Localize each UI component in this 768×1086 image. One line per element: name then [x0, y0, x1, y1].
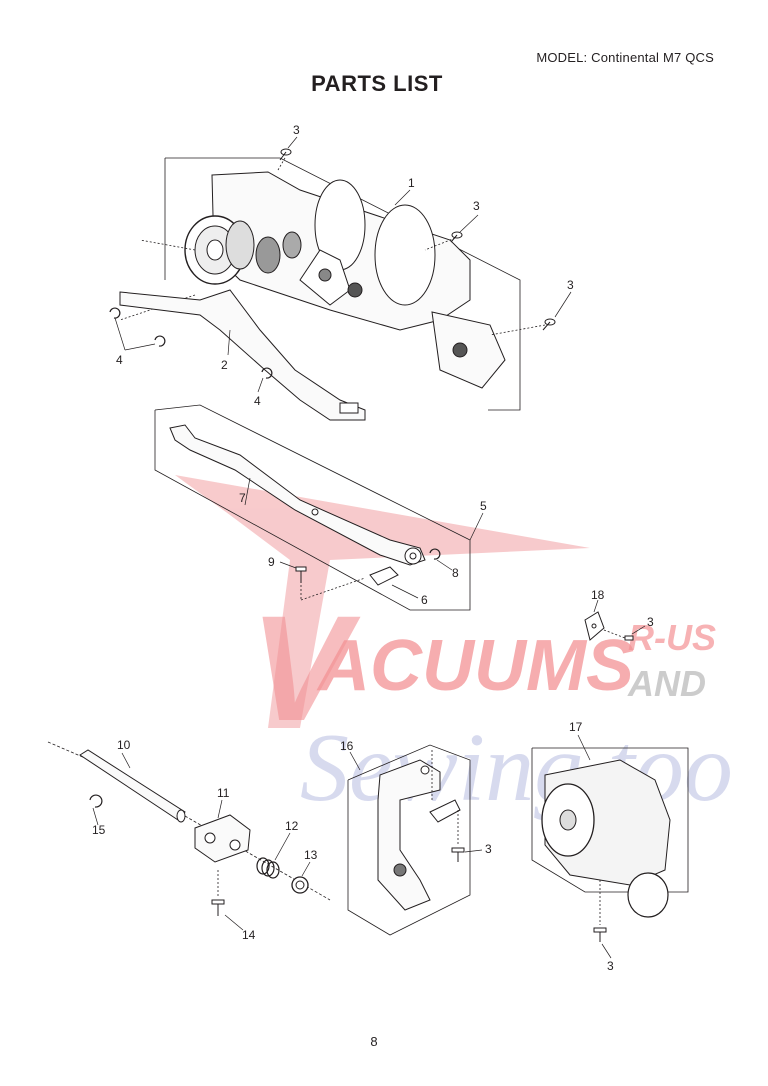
link-bar	[169, 424, 426, 566]
right-bracket	[431, 311, 506, 389]
watermark-initial: V	[250, 584, 361, 752]
callout-10: 10	[117, 738, 131, 752]
page-title: PARTS LIST	[311, 71, 443, 96]
frame-outline	[165, 157, 521, 411]
part-18-clip	[584, 599, 646, 641]
e-ring-icon	[429, 548, 441, 560]
screw-icon	[279, 148, 556, 331]
screw-icon	[211, 899, 225, 916]
screw-icon	[593, 927, 607, 942]
watermark-and: AND	[627, 663, 706, 704]
callout-3b: 3	[473, 199, 480, 213]
motor-17-assembly	[531, 734, 689, 959]
main-frame-assembly	[109, 136, 572, 421]
bracket-16-assembly	[347, 744, 483, 936]
callout-9: 9	[268, 555, 275, 569]
watermark-line2: Sewing too	[300, 714, 733, 822]
callout-16: 16	[340, 739, 354, 753]
callout-3f: 3	[607, 959, 614, 973]
page-number: 8	[370, 1034, 378, 1049]
callout-15: 15	[92, 823, 106, 837]
callout-17: 17	[569, 720, 583, 734]
watermark-line1: ACUUMS	[316, 626, 634, 706]
callout-18: 18	[591, 588, 605, 602]
callout-7: 7	[239, 491, 246, 505]
callout-4a: 4	[116, 353, 123, 367]
spring-icon	[256, 857, 280, 879]
shaft-assembly	[47, 741, 331, 931]
callout-12: 12	[285, 819, 299, 833]
bracket-11	[194, 814, 251, 863]
callout-5: 5	[480, 499, 487, 513]
model-label: MODEL: Continental M7 QCS	[536, 50, 714, 65]
callout-2: 2	[221, 358, 228, 372]
shaft	[79, 749, 186, 821]
bracket-16	[377, 759, 441, 911]
callout-6: 6	[421, 593, 428, 607]
e-ring-icon	[109, 307, 273, 379]
screw-icon	[451, 847, 465, 862]
callout-3d: 3	[647, 615, 654, 629]
screw-icon	[624, 635, 634, 641]
watermark-rus: R-US	[628, 617, 716, 658]
callout-3e: 3	[485, 842, 492, 856]
lever-arm	[119, 289, 366, 421]
callout-8: 8	[452, 566, 459, 580]
callout-4b: 4	[254, 394, 261, 408]
callout-3c: 3	[567, 278, 574, 292]
link-bar-assembly	[154, 404, 484, 611]
link-frame-outline	[154, 404, 471, 611]
callout-13: 13	[304, 848, 318, 862]
washer-icon	[291, 876, 309, 894]
callout-11: 11	[217, 786, 230, 800]
e-ring-icon	[89, 794, 103, 808]
callout-1: 1	[408, 176, 415, 190]
screw-icon	[295, 566, 307, 583]
callout-3a: 3	[293, 123, 300, 137]
callout-14: 14	[242, 928, 256, 942]
pin-shaft	[369, 566, 399, 586]
callout-labels: 1 2 3 3 3 4 4 5 7 8 9 6 18 3 10 15 11 12…	[92, 123, 654, 973]
knob-icon	[627, 872, 669, 918]
